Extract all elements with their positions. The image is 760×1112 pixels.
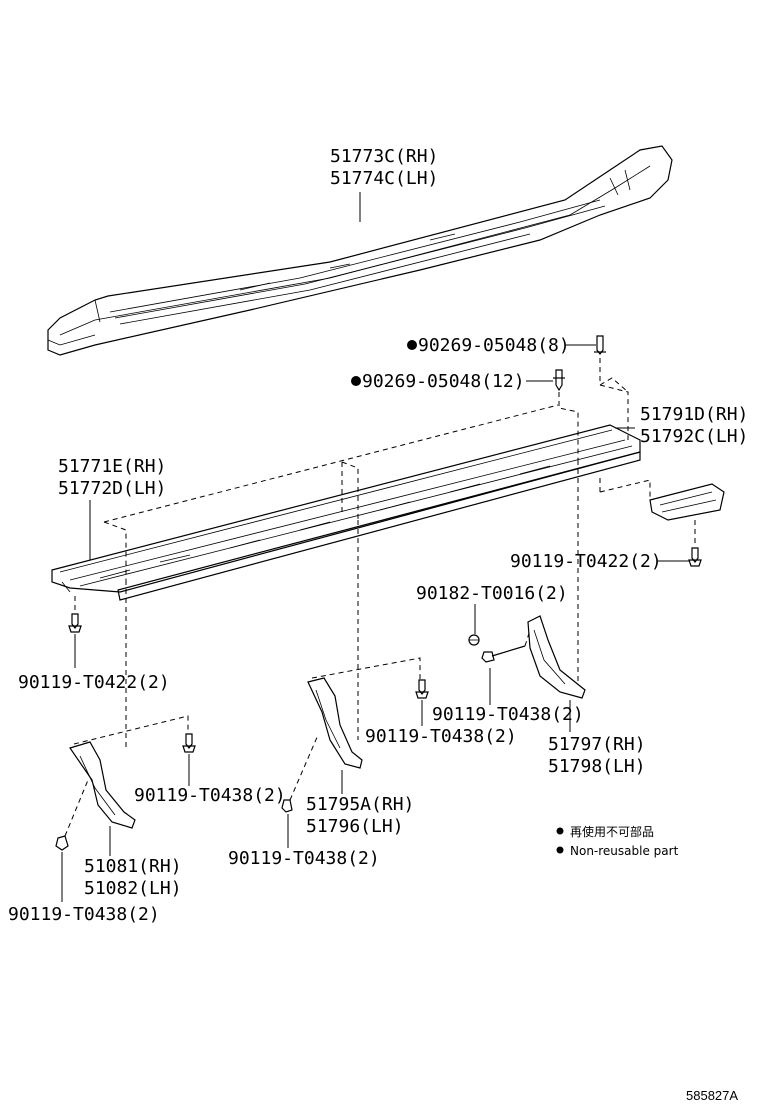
label-front-bracket-rh: 51081(RH) <box>84 856 182 877</box>
clip-dashed-guides <box>103 358 629 750</box>
screw-left-icon <box>68 596 82 633</box>
label-step-cover-rh: 51773C(RH) <box>330 146 438 167</box>
legend-line-2: Non-reusable part <box>570 844 679 858</box>
screw-end-cap-icon <box>688 520 702 567</box>
clip-small-icon <box>594 335 606 355</box>
bolt-rear-bracket-icon <box>481 629 531 663</box>
bolt-front-bracket-top-icon <box>182 733 196 753</box>
label-rear-bracket-lh: 51798(LH) <box>548 756 646 777</box>
front-bracket-part <box>69 715 189 829</box>
label-clip-8: 90269-05048(8) <box>418 335 570 356</box>
rear-bracket-part <box>527 615 586 699</box>
leader-lines <box>61 192 690 902</box>
label-mid-bracket-lh: 51796(LH) <box>306 816 404 837</box>
clip-large-icon <box>553 369 565 392</box>
label-end-cap-lh: 51792C(LH) <box>640 426 748 447</box>
label-bolt-front-bracket-low: 90119-T0438(2) <box>8 904 160 925</box>
label-bolt-front-bracket-top: 90119-T0438(2) <box>134 785 286 806</box>
label-nut: 90182-T0016(2) <box>416 583 568 604</box>
label-bolt-rear-bracket: 90119-T0438(2) <box>432 704 584 725</box>
bolt-mid-bracket-low-icon <box>281 734 319 813</box>
label-mid-bracket-rh: 51795A(RH) <box>306 794 414 815</box>
non-reusable-dot-icon <box>351 376 361 386</box>
reference-number: 585827A <box>686 1088 738 1103</box>
label-rear-bracket-rh: 51797(RH) <box>548 734 646 755</box>
label-bolt-mid-bracket-low: 90119-T0438(2) <box>228 848 380 869</box>
label-step-board-rh: 51771E(RH) <box>58 456 166 477</box>
non-reusable-dot-icon <box>407 340 417 350</box>
bolt-front-bracket-low-icon <box>55 779 89 851</box>
legend-line-1: 再使用不可部品 <box>570 824 654 839</box>
label-step-board-lh: 51772D(LH) <box>58 478 166 499</box>
bolt-mid-bracket-top-icon <box>415 679 429 699</box>
legend-dot-icon <box>556 827 564 835</box>
label-end-cap-rh: 51791D(RH) <box>640 404 748 425</box>
legend-dot-icon <box>556 846 564 854</box>
label-step-cover-lh: 51774C(LH) <box>330 168 438 189</box>
nut-icon <box>468 634 480 646</box>
label-screw-end-cap: 90119-T0422(2) <box>510 551 662 572</box>
mid-bracket-part <box>307 657 421 769</box>
label-bolt-mid-bracket: 90119-T0438(2) <box>365 726 517 747</box>
step-cover-part <box>47 145 673 356</box>
label-front-bracket-lh: 51082(LH) <box>84 878 182 899</box>
label-screw-left: 90119-T0422(2) <box>18 672 170 693</box>
label-clip-12: 90269-05048(12) <box>362 371 525 392</box>
end-cap-part <box>599 478 725 521</box>
